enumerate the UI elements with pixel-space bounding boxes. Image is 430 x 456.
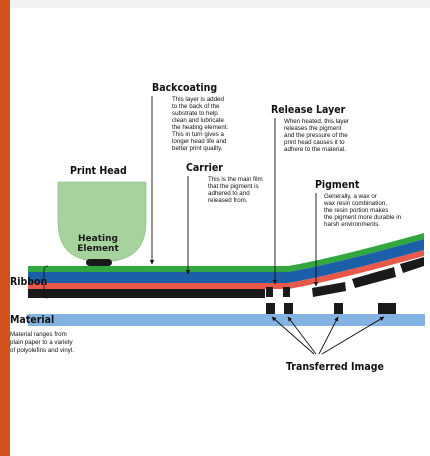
ribbon-green-layer [28, 233, 424, 272]
pigment-desc-3: the resin portion makes [324, 207, 388, 214]
released-pigment-right [283, 287, 290, 297]
backcoating-desc-5: the heating element. [172, 124, 228, 131]
release-layer-title: Release Layer [271, 104, 346, 116]
material-bar [28, 314, 425, 326]
top-bar [0, 0, 430, 8]
pigment-desc-4: the pigment more durable in [324, 214, 402, 221]
carrier-desc-3: adhered to and [208, 190, 250, 197]
transferred-image-blocks [266, 303, 396, 314]
material-desc-1: Material ranges from [10, 331, 67, 338]
backcoating-desc-6: This in turn gives a [172, 131, 224, 138]
material-desc-2: plain paper to a variety [10, 339, 74, 346]
heating-element-label-line2: Element [77, 244, 119, 254]
backcoating-desc-1: This layer is added [172, 96, 224, 103]
ribbon-bracket [39, 265, 49, 299]
pigment-title: Pigment [315, 179, 360, 191]
backcoating-desc-7: longer head life and [172, 138, 227, 145]
carrier-desc-2: that the pigment is [208, 183, 259, 190]
backcoating-desc-4: clean and lubricate [172, 117, 224, 124]
material-label: Material [10, 314, 54, 326]
release-layer-desc-2: releases the pigment [284, 125, 342, 132]
carrier-desc-4: released from. [208, 197, 248, 204]
ribbon-blue-layer [28, 239, 424, 283]
carrier-title: Carrier [186, 162, 223, 174]
release-layer-desc-3: and the pressure of the [284, 132, 348, 139]
released-pigment-left [266, 287, 273, 297]
pigment-desc-5: harsh environments. [324, 221, 380, 228]
release-layer-desc-4: print head causes it to [284, 139, 345, 146]
pigment-blocks [312, 257, 424, 297]
ribbon-label: Ribbon [10, 276, 47, 288]
pigment-desc-2: wax resin combination, [323, 200, 387, 207]
heating-element-label-line1: Heating [78, 234, 118, 244]
carrier-desc-1: This is the main film [208, 176, 263, 183]
backcoating-desc-8: better print quality. [172, 145, 223, 152]
material-desc-3: of polyolefins and vinyl. [10, 347, 74, 354]
transferred-image-label: Transferred Image [286, 361, 384, 373]
backcoating-desc-3: substrate to help [172, 110, 218, 117]
print-head [57, 181, 147, 262]
release-layer-desc-5: adhere to the material. [284, 146, 346, 153]
backcoating-desc-2: to the back of the [172, 103, 220, 110]
ribbon-black-layer [28, 289, 265, 298]
transferred-image-arrows [271, 316, 385, 355]
release-layer-desc-1: When heated, this layer [284, 118, 349, 125]
ribbon-red-layer [28, 250, 424, 289]
print-head-label: Print Head [70, 165, 127, 177]
pigment-desc-1: Generally, a wax or [324, 193, 377, 200]
heating-element [86, 259, 112, 266]
backcoating-title: Backcoating [152, 82, 217, 94]
sidebar-accent-strip [0, 0, 10, 456]
